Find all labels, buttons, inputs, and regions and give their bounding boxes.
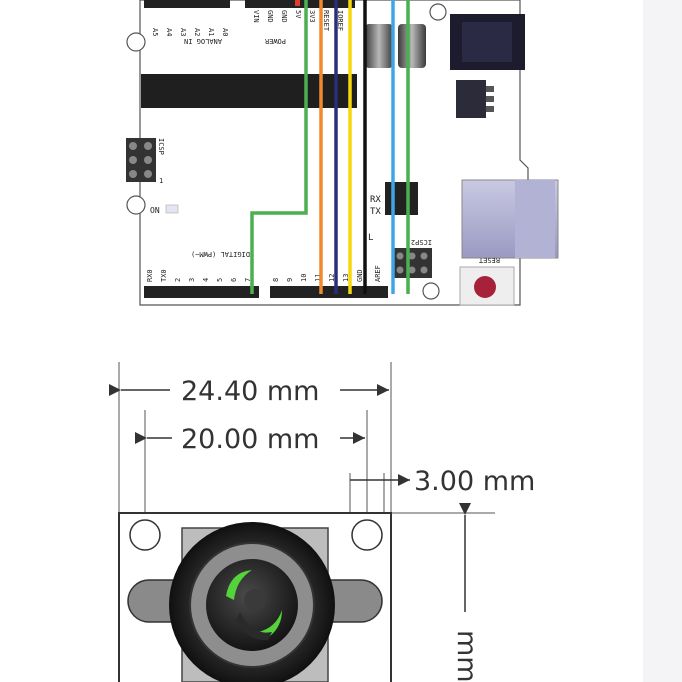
regulator-pin xyxy=(486,96,494,102)
pin-label-9: 9 xyxy=(286,278,294,282)
lens-center xyxy=(244,589,266,611)
pin-label-a1: A1 xyxy=(207,28,215,36)
rx-label: RX xyxy=(370,195,381,205)
usb-serial-chip xyxy=(385,182,418,215)
l-led-label: L xyxy=(368,233,373,243)
lens-reflection xyxy=(226,570,252,600)
pin-label-3v3: 3V3 xyxy=(308,10,316,23)
pin-label-a3: A3 xyxy=(179,28,187,36)
icsp2-label: ICSP2 xyxy=(411,238,432,246)
pin-label-2: 2 xyxy=(174,278,182,282)
lens-shadow xyxy=(236,612,272,641)
usb-connector-inner xyxy=(515,180,555,258)
regulator-pin xyxy=(486,86,494,92)
module-mount-hole xyxy=(129,519,161,551)
pin-label-5v: 5V xyxy=(294,10,302,19)
pin-label-6: 6 xyxy=(230,278,238,282)
pin-label-gnd: GND xyxy=(266,10,274,23)
icsp-label: ICSP xyxy=(157,138,165,155)
wire-green xyxy=(250,0,308,294)
pin-label-vin: VIN xyxy=(252,10,260,23)
digital-pin-labels-left: RX0 TX0 2 3 4 5 6 7 xyxy=(146,269,252,282)
pin-label-8: 8 xyxy=(272,278,280,282)
mount-hole xyxy=(126,195,146,215)
module-mount-hole xyxy=(351,519,383,551)
pin-label-aref: AREF xyxy=(374,265,382,282)
digital-pin-labels-right: 8 9 10 11 12 13 GND AREF xyxy=(272,265,382,282)
mount-hole xyxy=(422,282,440,300)
microcontroller-chip xyxy=(141,74,357,108)
digital-header-right xyxy=(270,286,388,298)
digital-label: DIGITAL (PWM~) xyxy=(191,250,250,258)
reset-button[interactable] xyxy=(474,276,496,298)
pin-label-ioref: IOREF xyxy=(336,10,344,31)
power-indicator xyxy=(295,0,300,6)
pin-label-11: 11 xyxy=(314,274,322,282)
pin-label-7: 7 xyxy=(244,278,252,282)
pin-label-10: 10 xyxy=(300,274,308,282)
mount-hole xyxy=(429,3,447,21)
capacitor xyxy=(365,24,393,68)
icsp-pin1-label: 1 xyxy=(159,177,163,185)
power-pin-labels: VIN GND GND 5V 3V3 RESET IOREF xyxy=(252,10,344,32)
icsp2-header xyxy=(392,248,432,278)
tx-label: TX xyxy=(370,207,381,217)
dim-total-width: 24.40 mm xyxy=(181,376,319,407)
pin-label-rx0: RX0 xyxy=(146,269,154,282)
pin-label-12: 12 xyxy=(328,274,336,282)
mount-hole xyxy=(126,32,146,52)
pin-label-a2: A2 xyxy=(193,28,201,36)
analog-pin-labels: A5 A4 A3 A2 A1 A0 xyxy=(151,28,229,36)
pin-label-gnd-2: GND xyxy=(280,10,288,23)
pin-label-a5: A5 xyxy=(151,28,159,36)
pin-label-a0: A0 xyxy=(221,28,229,36)
voltage-regulator xyxy=(456,80,486,118)
capacitor xyxy=(398,24,426,68)
reset-button-base xyxy=(459,266,515,306)
power-jack-body xyxy=(462,22,512,62)
analog-header xyxy=(144,0,230,8)
arduino-board: A5 A4 A3 A2 A1 A0 ANALOG IN VIN GND GND … xyxy=(126,0,559,306)
on-label: ON xyxy=(150,206,160,215)
camera-module-drawing: 24.40 mm 20.00 mm 3.00 mm mm xyxy=(109,362,535,682)
regulator-pin xyxy=(486,106,494,112)
reset-button-label: RESET xyxy=(478,256,500,264)
on-led xyxy=(165,204,179,214)
pin-label-3: 3 xyxy=(188,278,196,282)
pin-label-13: 13 xyxy=(342,274,350,282)
dim-height-unit: mm xyxy=(451,630,482,682)
dim-hole-diameter: 3.00 mm xyxy=(414,466,535,497)
side-panel xyxy=(643,0,682,682)
jumper-wires xyxy=(250,0,410,294)
pin-label-tx0: TX0 xyxy=(160,269,168,282)
pin-label-gnd-digital: GND xyxy=(356,269,364,282)
dim-hole-spacing: 20.00 mm xyxy=(181,424,319,455)
pin-label-5: 5 xyxy=(216,278,224,282)
pin-label-reset: RESET xyxy=(322,10,330,32)
analog-in-label: ANALOG IN xyxy=(184,37,222,45)
icsp-header xyxy=(126,138,156,182)
power-label: POWER xyxy=(264,37,286,45)
pin-label-a4: A4 xyxy=(165,28,173,36)
digital-header-left xyxy=(144,286,259,298)
pin-label-4: 4 xyxy=(202,278,210,282)
